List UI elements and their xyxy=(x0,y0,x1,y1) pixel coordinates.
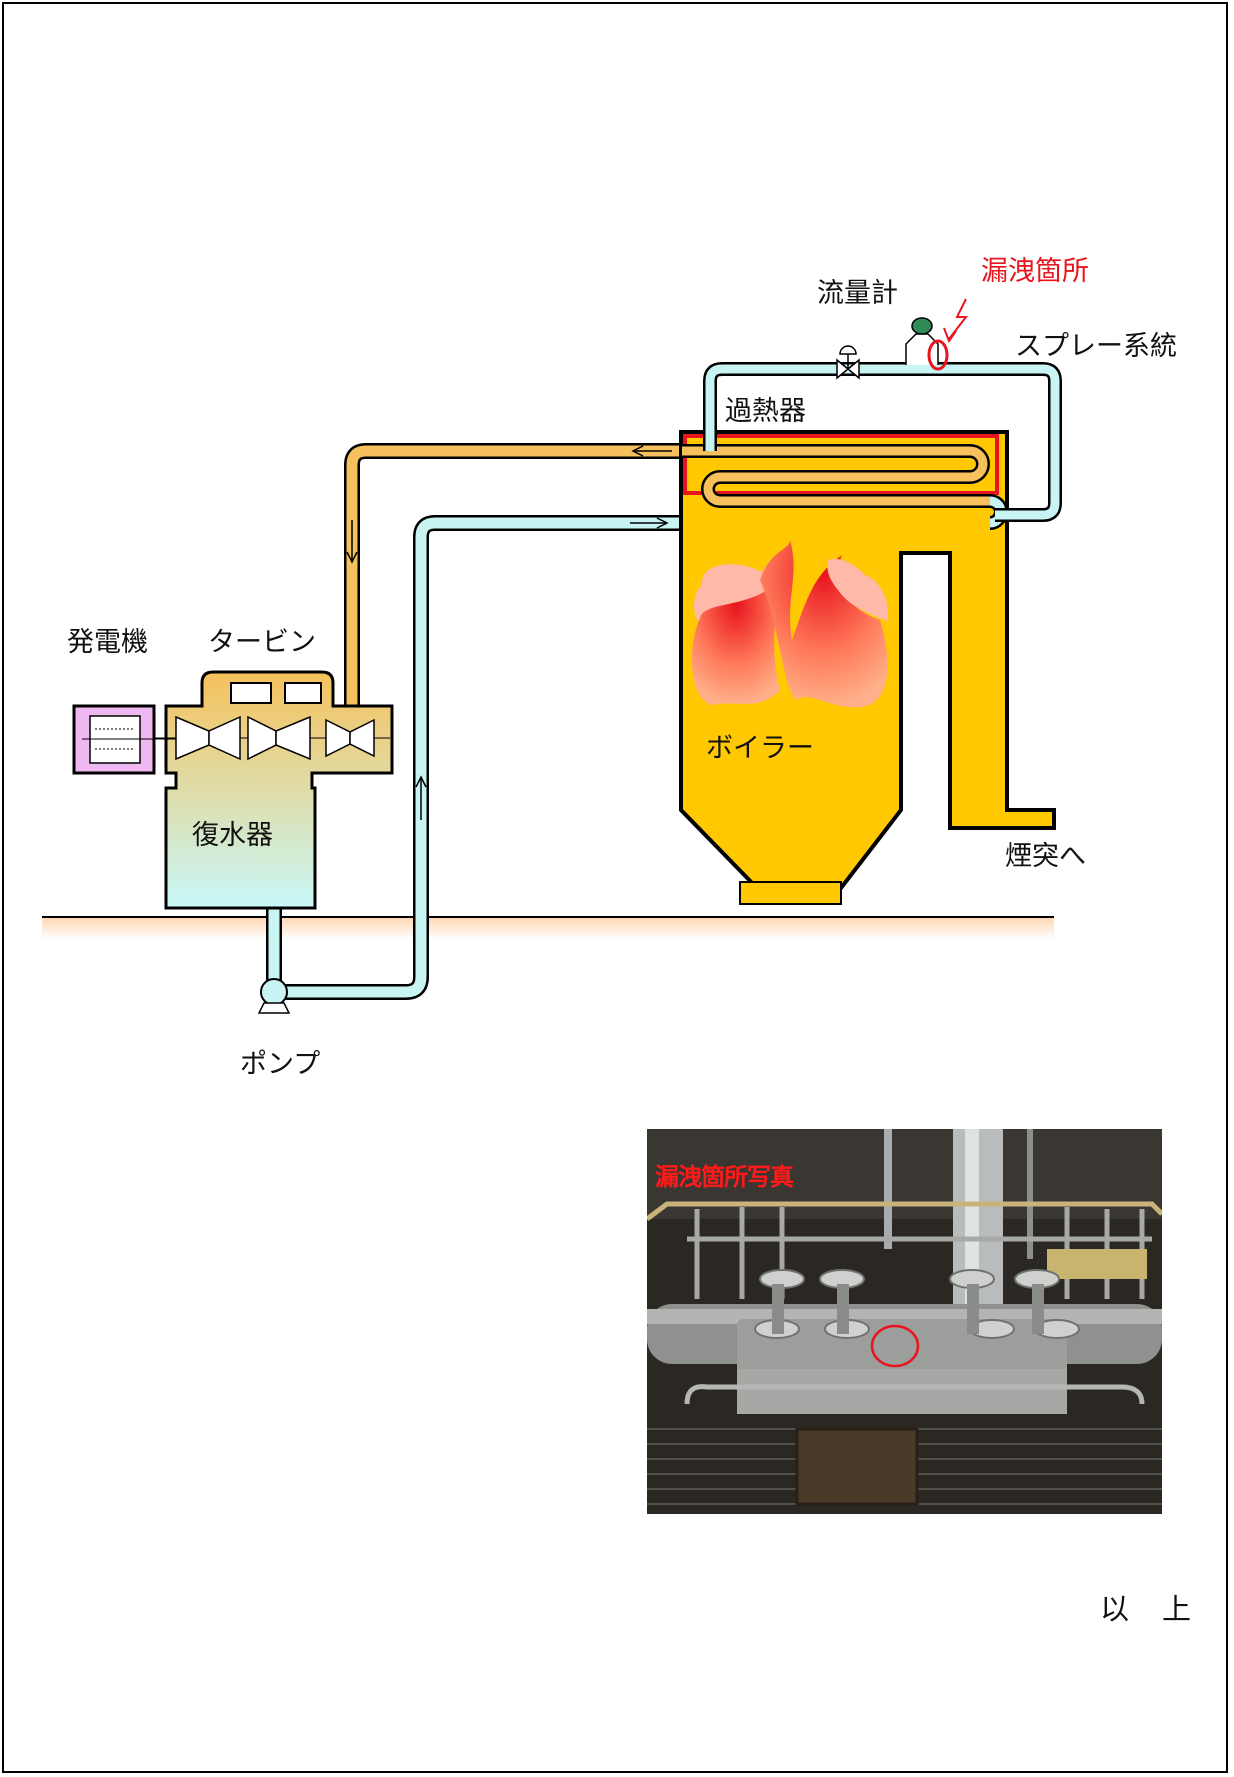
leak-point-photo: 漏洩箇所写真 xyxy=(647,1129,1162,1514)
superheater-coil xyxy=(682,434,1008,530)
feedwater-pipe xyxy=(266,515,990,1000)
photo-caption: 漏洩箇所写真 xyxy=(655,1163,794,1191)
generator xyxy=(72,704,176,775)
end-mark: 以 上 xyxy=(1100,1592,1194,1626)
turbine xyxy=(150,670,394,910)
ground xyxy=(42,916,1054,939)
valve-station-image xyxy=(647,1129,1162,1514)
superheater-label: 過熱器 xyxy=(725,396,806,427)
condenser-label: 復水器 xyxy=(192,820,273,851)
control-valve-icon xyxy=(836,345,860,380)
pump-icon xyxy=(257,978,291,1014)
spray-line xyxy=(703,362,1062,522)
flame-icon xyxy=(691,540,889,708)
steam-pipe xyxy=(344,443,682,712)
leak-circle-marker xyxy=(870,1324,920,1368)
pump-label: ポンプ xyxy=(240,1049,320,1080)
boiler-label: ボイラー xyxy=(706,733,814,764)
spray-system-label: スプレー系統 xyxy=(1015,331,1177,362)
leak-point-label: 漏洩箇所 xyxy=(981,256,1089,287)
turbine-label: タービン xyxy=(208,627,316,658)
leak-marker-icon xyxy=(927,298,969,371)
flowmeter-label: 流量計 xyxy=(817,278,898,309)
generator-label: 発電機 xyxy=(67,627,148,658)
to-chimney-label: 煙突へ xyxy=(1005,841,1086,872)
